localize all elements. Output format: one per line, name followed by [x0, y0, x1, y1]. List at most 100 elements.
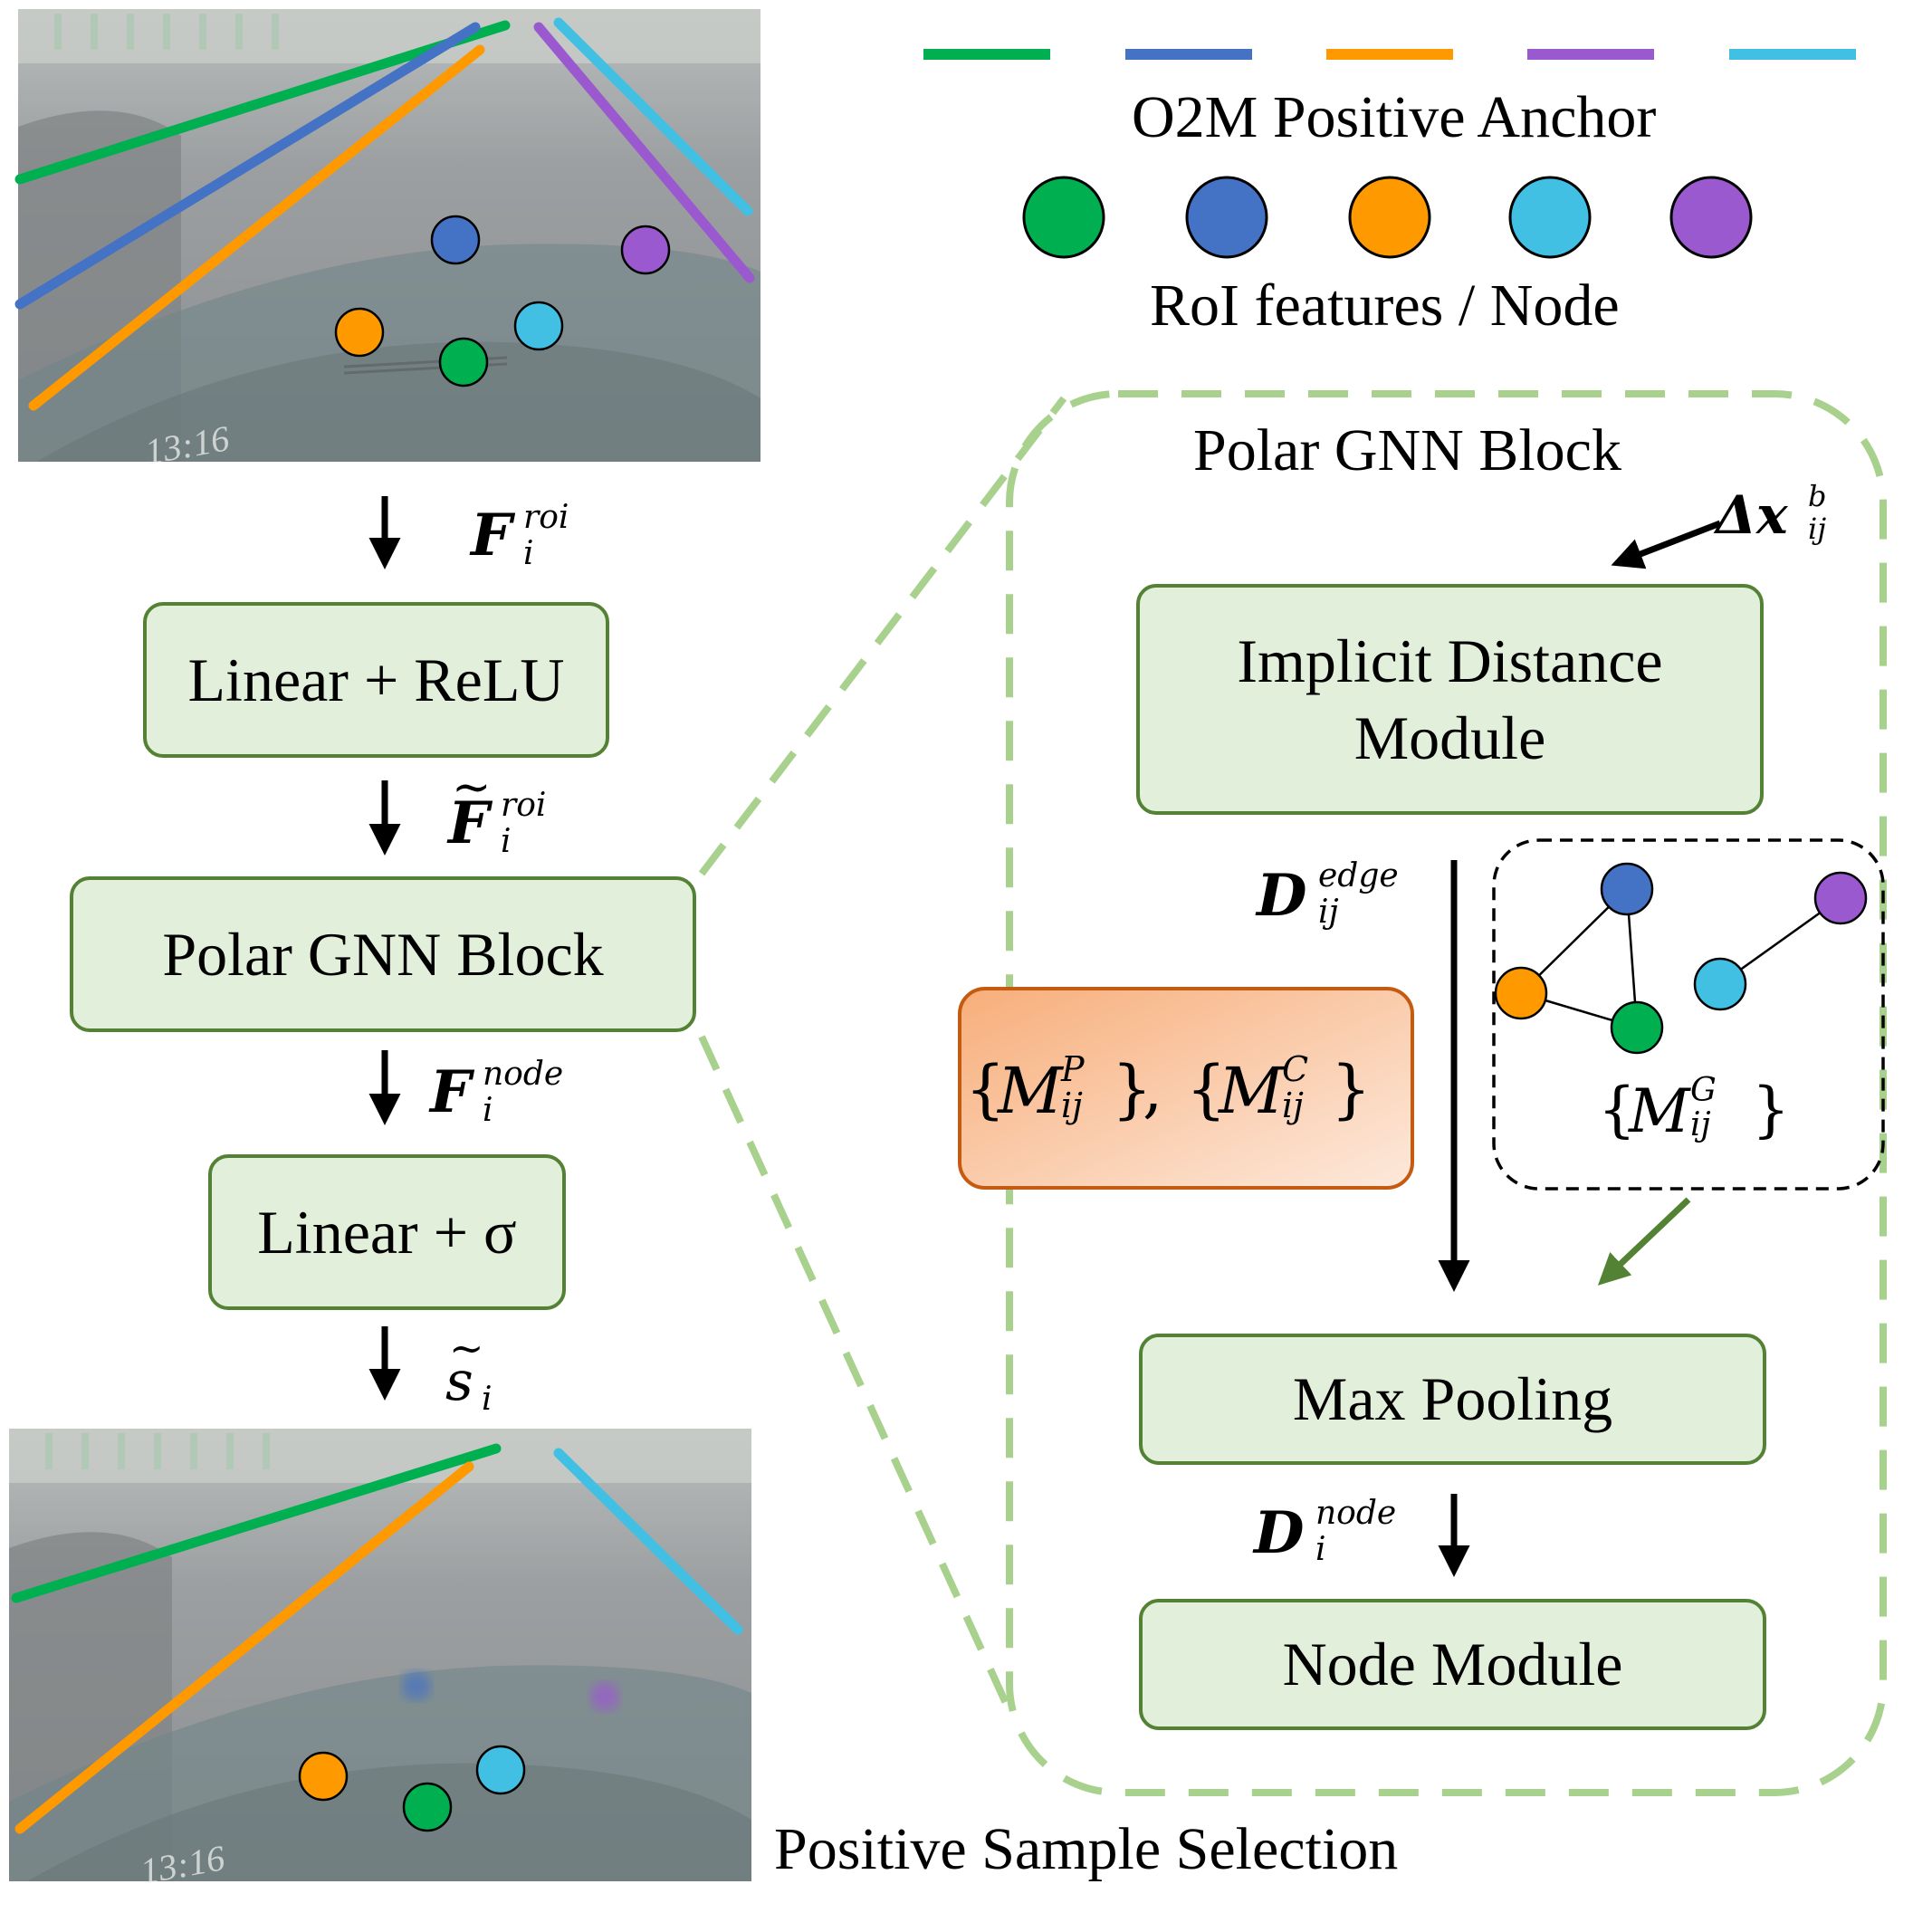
caption: Positive Sample Selection [774, 1816, 1399, 1882]
graph-node-orange [1494, 966, 1548, 1020]
m-p-sup: P [1061, 1049, 1085, 1089]
gnn-arrows [1438, 520, 1722, 1577]
node-module: Node Module [1139, 1599, 1766, 1730]
f-node-label: F node i [430, 1058, 563, 1127]
delta-x-sup: b [1808, 479, 1827, 513]
top-lane-lines [14, 17, 755, 411]
implicit-line2: Module [1353, 703, 1546, 772]
roi-dot-cyan [475, 1745, 526, 1795]
lane-line-cyan [553, 1448, 743, 1635]
m-g-sub: ij [1690, 1106, 1711, 1143]
graph-node-purple [1813, 871, 1868, 925]
brace-open: { [1186, 1052, 1227, 1126]
delta-x-base: Δx [1716, 484, 1788, 546]
max-pooling-module: Max Pooling [1139, 1334, 1766, 1465]
s-tilde-sub: i [482, 1381, 493, 1418]
f-node-sup: node [483, 1056, 564, 1093]
f-node-base: F [430, 1058, 472, 1126]
graph-node-cyan [1693, 957, 1747, 1011]
roi-dot-blue [430, 215, 481, 265]
lane-line-orange [28, 44, 485, 411]
f-roi-tilde-label: ~ F roi i [448, 764, 546, 858]
linear-relu-label: Linear + ReLU [187, 645, 565, 714]
roi-dot-orange [298, 1751, 349, 1802]
s-tilde-label: ~ s i [445, 1327, 493, 1416]
bottom-road-image [9, 1429, 751, 1881]
f-roi-tilde-sup: roi [501, 787, 547, 824]
lane-line-cyan [553, 17, 753, 216]
implicit-line1: Implicit Distance [1237, 626, 1663, 695]
polar-gnn-label: Polar GNN Block [162, 919, 604, 989]
d-edge-label: D edge ij [1257, 860, 1399, 929]
legend-dot-swatches [1022, 176, 1753, 259]
m-c-base: M [1219, 1054, 1284, 1128]
roi-dot-purple [620, 225, 671, 275]
m-p-sub: ij [1061, 1086, 1083, 1125]
f-roi-sup: roi [523, 499, 569, 536]
d-node-sup: node [1315, 1495, 1397, 1532]
node-module-label: Node Module [1282, 1630, 1623, 1698]
s-tilde-base: s [445, 1350, 473, 1413]
graph-to-pooling-arrow [1597, 1197, 1691, 1286]
graph-node-green [1610, 1000, 1664, 1055]
bottom-roi-dots [298, 1745, 526, 1832]
graph-edges [1520, 888, 1841, 1029]
m-c-sup: C [1282, 1049, 1309, 1089]
f-roi-tilde-base: F [448, 789, 490, 857]
d-node-sub: i [1315, 1531, 1326, 1568]
f-roi-sub: i [523, 535, 534, 572]
m-c-sub: ij [1282, 1086, 1304, 1125]
bottom-lane-lines [11, 1443, 743, 1834]
implicit-distance-module: Implicit Distance Module [1136, 584, 1764, 815]
linear-relu-box: Linear + ReLU [143, 602, 609, 758]
brace-close: } [1331, 1052, 1372, 1126]
polar-gnn-box: Polar GNN Block [70, 876, 696, 1032]
brace-close: } [1112, 1052, 1153, 1126]
legend-anchor-label: O2M Positive Anchor [1132, 84, 1657, 150]
d-edge-sub: ij [1318, 894, 1339, 931]
brace-open: { [1598, 1075, 1636, 1144]
lane-line-green [14, 20, 511, 185]
d-node-label: D node i [1254, 1497, 1396, 1566]
graph-box [1492, 838, 1885, 1191]
polar-gnn-outline [1006, 390, 1887, 1796]
graph-nodes [1494, 862, 1868, 1055]
roi-dot-orange [334, 307, 385, 358]
tilde-mark: ~ [449, 1324, 484, 1372]
roi-dot-green [402, 1782, 453, 1832]
legend-dot [1508, 176, 1592, 259]
gnn-block-title: Polar GNN Block [1193, 417, 1621, 483]
lane-line-blue [14, 22, 481, 310]
lane-line-purple [533, 22, 755, 283]
d-edge-base: D [1257, 862, 1307, 930]
tilde-mark: ~ [452, 760, 492, 815]
top-roi-dots [334, 215, 671, 387]
graph-node-blue [1600, 862, 1654, 916]
brace-open: { [965, 1052, 1006, 1126]
legend-node-label: RoI features / Node [1150, 273, 1620, 339]
legend-dot [1022, 176, 1105, 259]
d-node-base: D [1254, 1499, 1305, 1567]
roi-dot-cyan [513, 301, 564, 351]
f-roi-tilde-sub: i [501, 823, 512, 860]
brace-close: } [1752, 1075, 1790, 1144]
delta-x-label: Δx b ij [1716, 482, 1826, 543]
m-p-base: M [998, 1054, 1063, 1128]
f-roi-base: F [471, 502, 512, 569]
legend-dot [1669, 176, 1753, 259]
f-node-sub: i [483, 1092, 493, 1129]
m-g-sup: G [1690, 1072, 1717, 1109]
delta-x-sub: ij [1808, 512, 1827, 546]
linear-sigma-box: Linear + σ [208, 1154, 566, 1310]
linear-sigma-label: Linear + σ [257, 1197, 517, 1267]
roi-dot-green [438, 337, 489, 387]
lane-line-orange [14, 1461, 474, 1834]
f-roi-label: F roi i [471, 502, 569, 570]
legend-dot [1185, 176, 1268, 259]
zoom-connector-lines [698, 396, 1067, 1713]
d-edge-sup: edge [1318, 857, 1399, 894]
legend-dot [1348, 176, 1431, 259]
mask-box [958, 987, 1414, 1190]
m-g-base: M [1629, 1076, 1690, 1146]
